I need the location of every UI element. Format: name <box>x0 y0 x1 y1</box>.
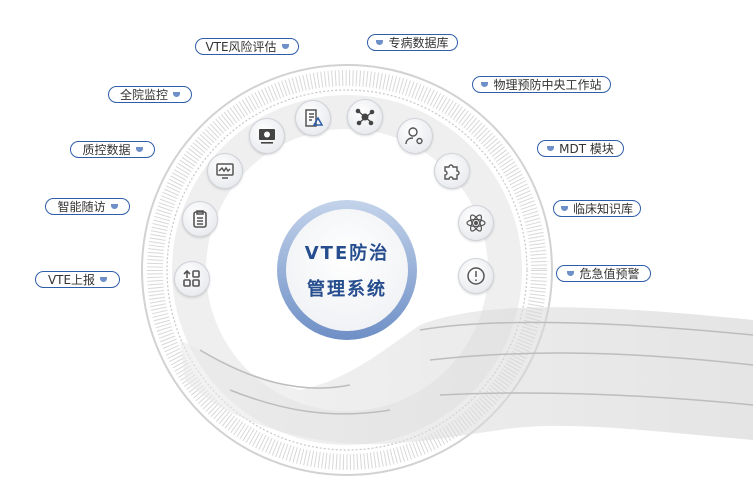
dropdown-icon <box>281 44 289 49</box>
dropdown-icon <box>376 40 384 45</box>
title-line-2: 管理系统 <box>307 279 387 300</box>
label-critical-alert[interactable]: 危急值预警 <box>556 265 651 282</box>
label-smart-followup[interactable]: 智能随访 <box>45 198 130 215</box>
network-hub-icon[interactable] <box>347 99 383 135</box>
label-text: VTE上报 <box>47 273 96 287</box>
system-title-badge: VTE防治 管理系统 <box>277 200 417 340</box>
label-text: 全院监控 <box>119 88 168 102</box>
puzzle-icon[interactable] <box>434 153 470 189</box>
dropdown-icon <box>135 147 143 152</box>
dropdown-icon <box>481 82 489 87</box>
label-mdt-module[interactable]: MDT 模块 <box>537 140 624 157</box>
label-text: 危急值预警 <box>579 267 640 281</box>
alert-circle-icon[interactable] <box>458 258 494 294</box>
label-clinical-knowledge[interactable]: 临床知识库 <box>553 200 641 217</box>
label-vte-risk-assessment[interactable]: VTE风险评估 <box>195 38 299 55</box>
dropdown-icon <box>560 206 568 211</box>
screen-camera-icon[interactable] <box>249 118 285 154</box>
dropdown-icon <box>567 271 575 276</box>
dropdown-icon <box>100 277 108 282</box>
atom-icon[interactable] <box>458 205 494 241</box>
label-text: 临床知识库 <box>572 202 633 216</box>
label-physical-prevention-station[interactable]: 物理预防中央工作站 <box>472 76 611 93</box>
label-qc-data[interactable]: 质控数据 <box>70 141 155 158</box>
title-line-1: VTE防治 <box>304 243 390 264</box>
label-text: 质控数据 <box>82 143 131 157</box>
label-disease-database[interactable]: 专病数据库 <box>367 34 458 51</box>
label-hospital-monitoring[interactable]: 全院监控 <box>108 86 192 103</box>
label-text: VTE风险评估 <box>205 40 277 54</box>
user-gear-icon[interactable] <box>397 118 433 154</box>
dropdown-icon <box>173 92 180 97</box>
document-warning-icon[interactable] <box>295 100 331 136</box>
clipboard-icon[interactable] <box>182 201 218 237</box>
label-text: 智能随访 <box>57 200 106 214</box>
label-vte-report[interactable]: VTE上报 <box>35 271 120 288</box>
upload-grid-icon[interactable] <box>174 261 210 297</box>
dropdown-icon <box>110 204 118 209</box>
wireframe-hand <box>180 307 753 445</box>
label-text: MDT 模块 <box>559 142 614 156</box>
monitor-pulse-icon[interactable] <box>207 153 243 189</box>
dropdown-icon <box>547 146 555 151</box>
label-text: 专病数据库 <box>388 36 449 50</box>
label-text: 物理预防中央工作站 <box>493 78 602 92</box>
